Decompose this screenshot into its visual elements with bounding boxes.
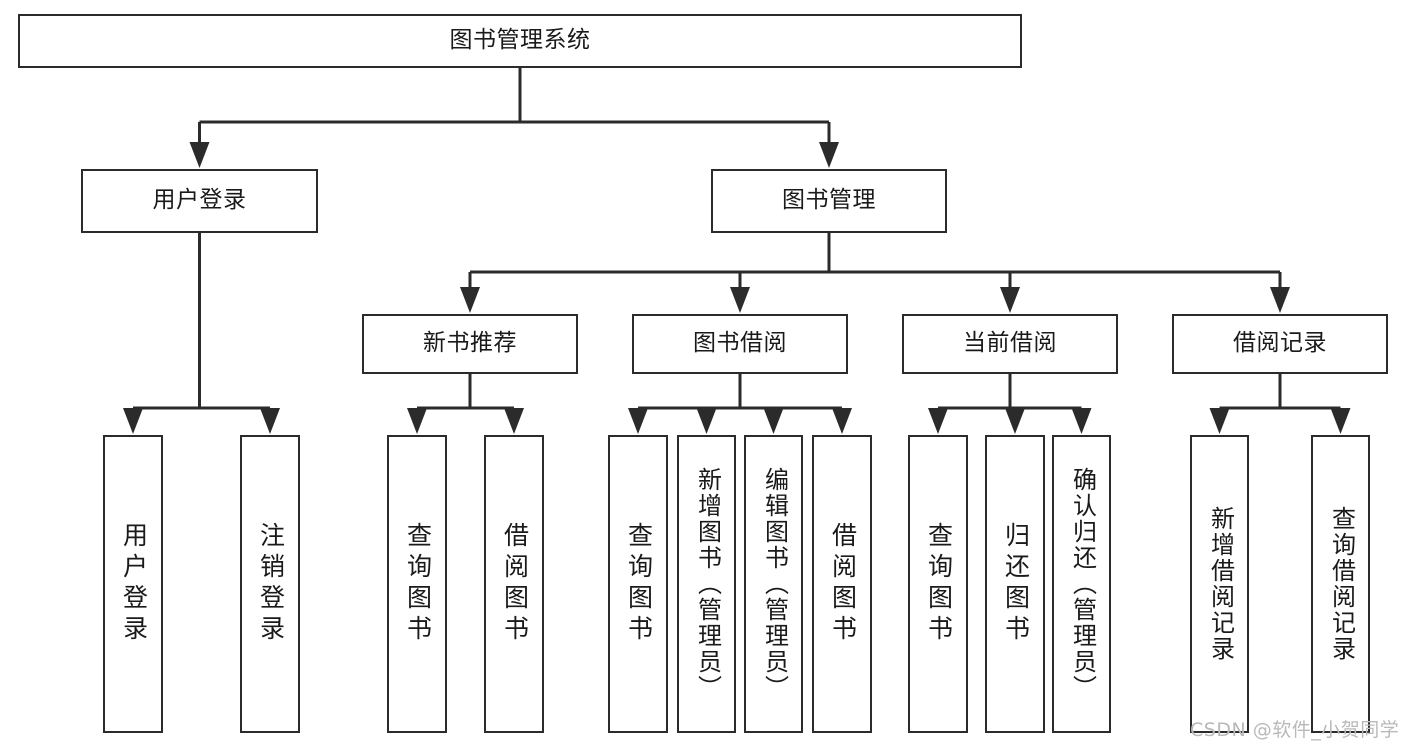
node-label-borrow: 图书借阅 (693, 330, 787, 357)
node-leaf-01[interactable]: 用户登录 (103, 435, 163, 733)
node-label-root: 图书管理系统 (449, 27, 591, 54)
arrow-head-leaf-03 (407, 408, 427, 434)
node-label-bookmgmt: 图书管理 (782, 187, 876, 214)
node-label-current: 当前借阅 (963, 330, 1057, 357)
arrow-head-login (189, 142, 210, 168)
node-leaf-02[interactable]: 注销登录 (240, 435, 300, 733)
node-current[interactable]: 当前借阅 (902, 314, 1118, 374)
node-label-leaf-11: 确认归还（管理员） (1068, 467, 1097, 701)
arrow-head-records (1270, 287, 1290, 313)
arrow-head-leaf-10 (1005, 408, 1025, 434)
node-label-newbook: 新书推荐 (423, 330, 517, 357)
arrow-head-current (1000, 287, 1020, 313)
node-borrow[interactable]: 图书借阅 (632, 314, 848, 374)
node-label-leaf-07: 编辑图书（管理员） (760, 467, 789, 701)
node-label-leaf-02: 注销登录 (256, 522, 286, 646)
node-label-leaf-10: 归还图书 (1001, 522, 1031, 646)
node-label-leaf-04: 借阅图书 (500, 522, 530, 646)
node-label-leaf-03: 查询图书 (403, 522, 433, 646)
arrow-head-leaf-01 (123, 408, 143, 434)
arrow-head-bookmgmt (819, 142, 839, 168)
node-label-login: 用户登录 (152, 187, 247, 214)
arrow-head-borrow (730, 287, 750, 313)
node-label-leaf-08: 借阅图书 (828, 522, 858, 646)
node-records[interactable]: 借阅记录 (1172, 314, 1388, 374)
node-label-leaf-09: 查询图书 (924, 522, 954, 646)
node-leaf-06[interactable]: 新增图书（管理员） (677, 435, 736, 733)
watermark: CSDN @软件_小贺同学 (1190, 719, 1400, 741)
arrow-head-leaf-11 (1071, 408, 1092, 434)
arrow-head-leaf-12 (1209, 408, 1230, 434)
node-label-leaf-13: 查询借阅记录 (1327, 506, 1356, 662)
node-leaf-05[interactable]: 查询图书 (608, 435, 668, 733)
node-leaf-10[interactable]: 归还图书 (985, 435, 1045, 733)
node-leaf-13[interactable]: 查询借阅记录 (1311, 435, 1370, 733)
node-label-leaf-06: 新增图书（管理员） (693, 467, 722, 701)
node-leaf-03[interactable]: 查询图书 (387, 435, 447, 733)
arrow-head-leaf-07 (763, 408, 784, 434)
arrow-head-leaf-13 (1330, 408, 1351, 434)
node-leaf-04[interactable]: 借阅图书 (484, 435, 544, 733)
arrow-head-newbook (460, 287, 480, 313)
node-leaf-08[interactable]: 借阅图书 (812, 435, 872, 733)
arrow-head-leaf-09 (928, 408, 948, 434)
arrow-head-leaf-02 (260, 408, 280, 434)
node-leaf-07[interactable]: 编辑图书（管理员） (744, 435, 803, 733)
node-label-leaf-05: 查询图书 (624, 522, 654, 646)
node-login[interactable]: 用户登录 (81, 169, 318, 233)
node-label-leaf-12: 新增借阅记录 (1206, 506, 1235, 662)
node-leaf-12[interactable]: 新增借阅记录 (1190, 435, 1249, 733)
node-label-leaf-01: 用户登录 (119, 522, 149, 646)
arrow-head-leaf-05 (628, 408, 648, 434)
node-newbook[interactable]: 新书推荐 (362, 314, 578, 374)
node-leaf-11[interactable]: 确认归还（管理员） (1052, 435, 1111, 733)
arrow-head-leaf-04 (504, 408, 524, 434)
arrow-head-leaf-06 (696, 408, 717, 434)
node-label-records: 借阅记录 (1233, 330, 1327, 357)
arrow-head-leaf-08 (832, 408, 852, 434)
node-bookmgmt[interactable]: 图书管理 (711, 169, 947, 233)
node-root[interactable]: 图书管理系统 (18, 14, 1022, 68)
node-leaf-09[interactable]: 查询图书 (908, 435, 968, 733)
